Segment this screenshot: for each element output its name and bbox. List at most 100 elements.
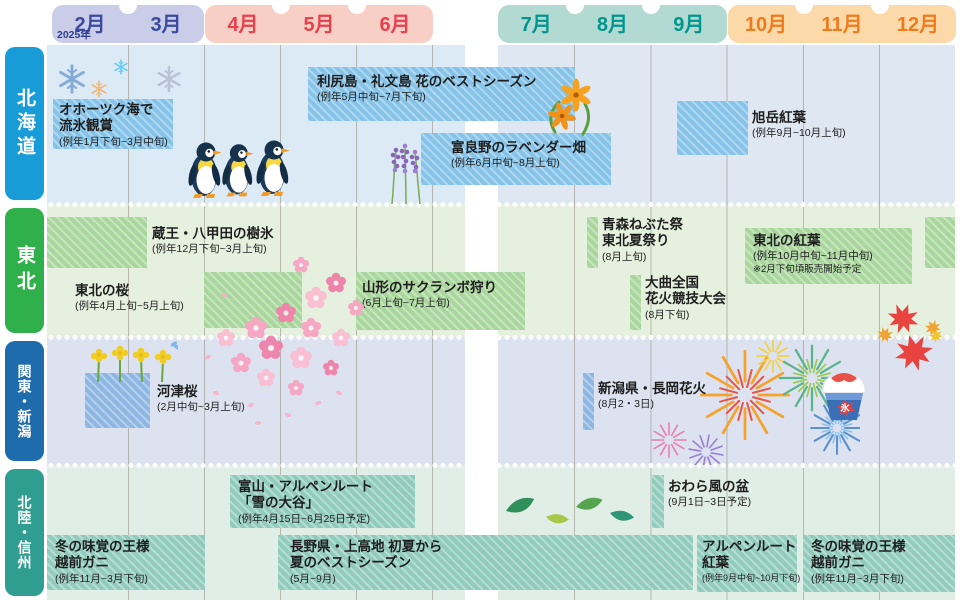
event-title: 越前ガニ (55, 555, 109, 571)
tab-notch (566, 5, 584, 14)
tab-notch (272, 5, 290, 14)
month-group-jul-sep: 7月 8月 9月 (498, 5, 727, 43)
row-kanto-niigata (0, 337, 960, 465)
event-period: (例年11月~3月下旬) (55, 572, 148, 585)
event-echizen-crab-right: 冬の味覚の王様 越前ガニ (例年11月~3月下旬) (803, 535, 955, 592)
event-tohoku-sakura-label: 東北の桜 (例年4月上旬~5月上旬) (75, 283, 184, 314)
month-tab-sep: 9月 (673, 14, 705, 36)
penguins-icon (186, 140, 290, 198)
month-tab-apr: 4月 (227, 14, 259, 36)
perforation-divider (47, 461, 955, 470)
event-title: 東北夏祭り (602, 233, 670, 249)
event-omagari-bar (630, 275, 641, 330)
event-title: 冬の味覚の王様 (811, 539, 906, 554)
event-period: (例年11月~3月下旬) (811, 572, 904, 585)
month-group-oct-dec: 10月 11月 12月 (728, 5, 956, 43)
shaved-ice-icon: 氷 (822, 372, 866, 420)
month-tab-aug: 8月 (596, 14, 629, 36)
event-nebuta-bar (587, 217, 598, 268)
event-title: 東北の紅葉 (753, 233, 821, 248)
event-title: 富山・アルペンルート (238, 479, 373, 494)
region-tab-kanto-niigata: 関東・新潟 (5, 341, 44, 461)
event-title: 紅葉 (702, 555, 729, 571)
event-title: 青森ねぶた祭 (602, 217, 683, 232)
event-period: (例年12月下旬~3月上旬) (152, 243, 267, 256)
event-period: (8月上旬) (602, 250, 647, 263)
event-kamikochi: 長野県・上高地 初夏から 夏のベストシーズン (5月~9月) (278, 535, 693, 590)
event-title: 旭岳紅葉 (752, 110, 806, 125)
region-tab-hokuriku-shinshu: 北陸・信州 (5, 469, 44, 596)
tab-notch (119, 5, 137, 14)
event-period: (例年10月中旬~11月中旬) (753, 250, 873, 263)
event-period: (例年4月15日~6月25日予定) (238, 512, 371, 525)
event-nagaoka-bar (583, 373, 594, 430)
event-owara-label: おわら風の盆 (9月1日~3日予定) (668, 479, 751, 510)
event-period: (2月中旬~3月上旬) (157, 401, 245, 414)
event-yamagata-cherry: 山形のサクランボ狩り (6月上旬~7月上旬) (356, 272, 525, 330)
event-note: ※2月下旬頃販売開始予定 (753, 263, 862, 275)
row-tohoku (0, 204, 960, 337)
month-tab-mar: 3月 (150, 14, 182, 36)
event-kawazu-bar (85, 373, 150, 428)
tab-notch (348, 5, 366, 14)
event-asahidake-bar (677, 101, 748, 155)
event-echizen-crab-left: 冬の味覚の王様 越前ガニ (例年11月~3月下旬) (47, 535, 205, 590)
event-juhyo-bar-left (47, 217, 147, 268)
month-tab-dec: 12月 (896, 14, 940, 36)
event-title: 流氷観賞 (59, 118, 113, 134)
event-title: 山形のサクランボ狩り (362, 280, 497, 295)
event-period: (8月下旬) (645, 308, 690, 321)
event-period: (例年4月上旬~5月上旬) (75, 300, 184, 313)
event-asahidake-label: 旭岳紅葉 (例年9月~10月上旬) (752, 110, 846, 141)
event-nagaoka-label: 新潟県・長岡花火 (8月2・3日) (598, 381, 706, 412)
maple-leaves-kanto-icon (873, 326, 945, 376)
event-title: オホーツク海で (59, 102, 154, 117)
lavender-icon (390, 143, 421, 204)
event-tateyama-yuki-no-otani: 富山・アルペンルート 「雪の大谷」 (例年4月15日~6月25日予定) (230, 475, 415, 528)
event-title: 河津桜 (157, 384, 198, 399)
month-tab-oct: 10月 (744, 14, 788, 36)
tab-notch (642, 5, 660, 14)
event-period: (5月~9月) (290, 572, 336, 585)
region-tab-hokkaido: 北海道 (5, 47, 44, 200)
event-furano-lavender: 富良野のラベンダー畑 (例年6月中旬~8月上旬) (421, 133, 611, 185)
event-title: 冬の味覚の王様 (55, 539, 150, 554)
event-title: 夏のベストシーズン (290, 555, 412, 571)
event-period: (8月2・3日) (598, 398, 655, 411)
event-drift-ice: オホーツク海で 流氷観賞 (例年1月下旬~3月中旬) (53, 99, 173, 149)
event-title: 富良野のラベンダー畑 (451, 140, 586, 155)
tab-notch (795, 5, 813, 14)
event-title: 蔵王・八甲田の樹氷 (152, 226, 274, 241)
event-title: 新潟県・長岡花火 (598, 381, 706, 396)
event-period: (例年6月中旬~8月上旬) (451, 157, 560, 170)
green-leaves-icon (504, 496, 635, 527)
event-period: (例年5月中旬~7月下旬) (317, 91, 426, 104)
event-title: おわら風の盆 (668, 479, 749, 494)
event-juhyo-label: 蔵王・八甲田の樹氷 (例年12月下旬~3月上旬) (152, 226, 274, 257)
month-tab-feb: 2月 (74, 14, 106, 36)
event-period: (6月上旬~7月上旬) (362, 297, 450, 310)
year-label: 2025年 (57, 29, 91, 41)
event-kawazu-label: 河津桜 (2月中旬~3月上旬) (157, 384, 245, 415)
event-title: 花火競技大会 (645, 291, 726, 307)
month-tab-may: 5月 (303, 14, 335, 36)
alpine-lily-icon (544, 78, 593, 136)
perforation-divider (47, 333, 955, 342)
event-period: (例年9月~10月上旬) (752, 127, 846, 140)
event-omagari-label: 大曲全国 花火競技大会 (8月下旬) (645, 275, 726, 322)
event-nebuta-label: 青森ねぶた祭 東北夏祭り (8月上旬) (602, 217, 683, 264)
tab-notch (871, 5, 889, 14)
event-title: 「雪の大谷」 (238, 495, 319, 511)
event-juhyo-bar-right (925, 217, 955, 268)
perforation-divider (47, 200, 955, 209)
event-rishiri-rebun: 利尻島・礼文島 花のベストシーズン (例年5月中旬~7月下旬) (308, 67, 575, 121)
rapeseed-flowers-icon (90, 341, 178, 382)
event-title: 長野県・上高地 初夏から (290, 539, 443, 554)
month-group-apr-jun: 4月 5月 6月 (205, 5, 433, 43)
event-period: (例年1月下旬~3月中旬) (59, 135, 168, 148)
event-title: アルペンルート (702, 539, 797, 554)
event-tohoku-koyo: 東北の紅葉 (例年10月中旬~11月中旬) ※2月下旬頃販売開始予定 (745, 228, 912, 284)
event-title: 利尻島・礼文島 花のベストシーズン (317, 74, 537, 89)
event-title: 東北の桜 (75, 283, 129, 298)
